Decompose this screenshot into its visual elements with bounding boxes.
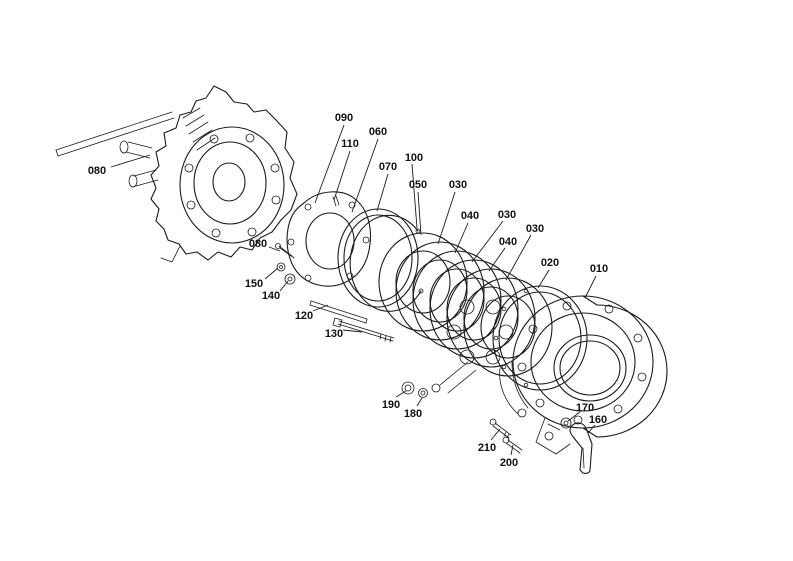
part-number-label: 190 bbox=[382, 399, 400, 411]
part-number-label: 010 bbox=[590, 263, 608, 275]
plate-holes bbox=[287, 201, 370, 282]
brake-plate-drawing bbox=[286, 191, 372, 287]
callout-leader-line bbox=[537, 269, 550, 289]
nut-180-drawing bbox=[418, 388, 428, 398]
case-rib-hatching bbox=[182, 107, 216, 151]
part-number-label: 150 bbox=[245, 278, 263, 290]
part-number-label: 160 bbox=[589, 414, 607, 426]
part-number-label: 120 bbox=[295, 310, 313, 322]
brake-housing-drawing bbox=[512, 295, 668, 455]
callout-leader-line bbox=[264, 267, 279, 280]
part-number-label: 130 bbox=[325, 328, 343, 340]
washer-190-hole bbox=[404, 384, 412, 392]
nut-180-hole bbox=[420, 390, 426, 396]
snap-ring-drawing bbox=[349, 214, 424, 312]
disc-stack-drawing bbox=[378, 232, 553, 418]
part-number-label: 070 bbox=[379, 161, 397, 173]
callout-leader-line bbox=[351, 138, 379, 213]
part-number-label: 040 bbox=[461, 210, 479, 222]
callout-leader-line bbox=[395, 390, 407, 398]
cam-lever-drawing bbox=[569, 422, 593, 474]
callout-leader-line bbox=[312, 304, 329, 312]
part-number-label: 200 bbox=[500, 457, 518, 469]
callout-leader-line bbox=[471, 220, 504, 263]
washer-170-drawing bbox=[560, 417, 572, 429]
washer-150-drawing bbox=[276, 262, 286, 272]
callout-leader-line bbox=[584, 275, 597, 299]
part-number-label: 050 bbox=[409, 179, 427, 191]
callout-leader-line bbox=[314, 124, 345, 204]
part-number-label: 020 bbox=[541, 257, 559, 269]
long-bolt-drawing bbox=[332, 317, 395, 343]
actuator-arm-drawing bbox=[431, 361, 529, 418]
retainer-ring-drawing bbox=[492, 285, 588, 391]
part-number-label: 170 bbox=[576, 402, 594, 414]
part-number-label: 030 bbox=[498, 209, 516, 221]
part-number-label: 080 bbox=[249, 238, 267, 250]
callout-leader-line bbox=[416, 397, 423, 407]
callout-leader-line bbox=[567, 411, 581, 422]
part-number-label: 040 bbox=[499, 236, 517, 248]
washer-150-hole bbox=[279, 265, 283, 269]
washer-140-drawing bbox=[284, 273, 296, 285]
part-number-label: 080 bbox=[88, 165, 106, 177]
part-number-label: 140 bbox=[262, 290, 280, 302]
case-pipes bbox=[55, 111, 181, 263]
part-number-label: 100 bbox=[405, 152, 423, 164]
case-bolt-holes bbox=[184, 133, 281, 238]
pin-drawing bbox=[332, 195, 340, 207]
callout-leader-line bbox=[268, 246, 281, 252]
bolt-200-drawing bbox=[502, 436, 523, 454]
part-number-label: 110 bbox=[341, 138, 359, 150]
callout-leader-line bbox=[376, 173, 389, 212]
part-number-label: 030 bbox=[449, 179, 467, 191]
part-number-label: 210 bbox=[478, 442, 496, 454]
bolt-210-drawing bbox=[489, 418, 512, 439]
housing-bracket-drawing bbox=[535, 417, 571, 455]
callout-leader-line bbox=[437, 191, 456, 245]
washer-140-hole bbox=[287, 276, 293, 282]
callout-leader-line bbox=[488, 247, 506, 272]
callout-leader-line bbox=[505, 234, 532, 281]
stud-bolt-drawing bbox=[275, 243, 295, 259]
callout-leader-line bbox=[587, 424, 596, 434]
part-number-label: 030 bbox=[526, 223, 544, 235]
callout-leader-line bbox=[417, 191, 422, 236]
retainer-ring-holes bbox=[493, 288, 529, 388]
transmission-case-drawing bbox=[55, 85, 298, 263]
part-number-label: 060 bbox=[369, 126, 387, 138]
spring-pin-rod-drawing bbox=[309, 300, 368, 324]
callout-leader-line bbox=[454, 222, 469, 254]
callouts-layer: 080 090 110 060 100 070 050 030 040 030 040 030 020 0… bbox=[88, 112, 608, 469]
callout-leader-line bbox=[110, 154, 151, 168]
part-number-label: 180 bbox=[404, 408, 422, 420]
washer-170-hole bbox=[563, 420, 569, 426]
callout-leader-line bbox=[279, 280, 289, 292]
washer-190-drawing bbox=[401, 381, 415, 395]
callout-leader-line bbox=[490, 428, 501, 441]
callout-leader-line bbox=[342, 329, 363, 333]
housing-bolt-holes bbox=[517, 301, 647, 425]
callout-leader-line bbox=[333, 150, 351, 201]
callout-leader-line bbox=[411, 163, 418, 229]
part-number-label: 090 bbox=[335, 112, 353, 124]
callout-leader-line bbox=[510, 444, 514, 456]
